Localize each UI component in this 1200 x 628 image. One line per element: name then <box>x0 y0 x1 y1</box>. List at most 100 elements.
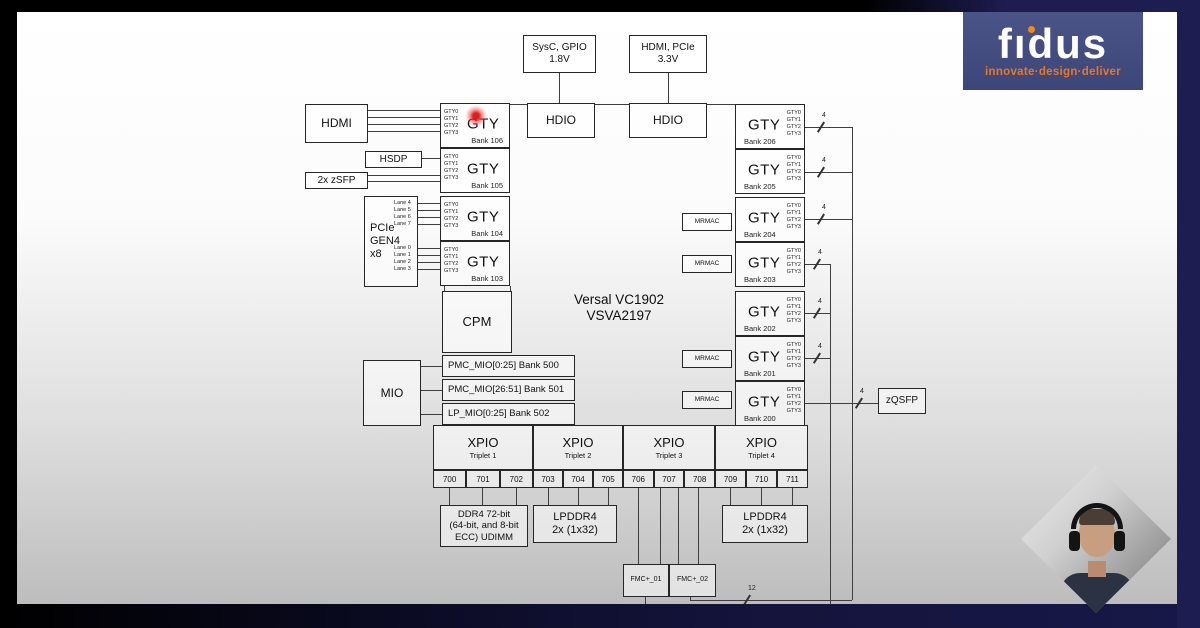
io-bank-number: 709 <box>723 474 738 484</box>
io-bank-number: 710 <box>754 474 769 484</box>
connection-line <box>418 224 440 225</box>
gty-label: GTY <box>467 252 500 270</box>
pcie-lane-label: Lane 2 <box>394 259 411 265</box>
box-label: DDR4 72-bit <box>457 508 511 520</box>
connection-line <box>548 488 549 505</box>
bank-number-label: Bank 205 <box>744 182 776 191</box>
gty-label: GTY <box>748 160 781 178</box>
connection-line <box>418 248 440 249</box>
pcie-lane-label: Lane 7 <box>394 221 411 227</box>
xpio-label: XPIO <box>562 435 594 451</box>
box-hdio-bank-1: HDIO <box>527 103 595 138</box>
io-bank-cell-706: 706 <box>623 470 654 488</box>
io-bank-cell-710: 710 <box>746 470 777 488</box>
xpio-label: XPIO <box>653 435 685 451</box>
box-label: LPDDR4 <box>553 510 597 523</box>
connection-line <box>698 488 699 564</box>
box-mrmac-block-1: MRMAC <box>682 213 732 231</box>
io-bank-number: 702 <box>509 474 523 484</box>
box-label: 3.3V <box>657 54 679 65</box>
connection-line <box>730 488 731 505</box>
pmc-row-502: LP_MIO[0:25] Bank 502 <box>442 403 575 425</box>
box-label: HDIO <box>546 113 576 128</box>
connection-line <box>418 262 440 263</box>
connection-line <box>418 217 440 218</box>
xpio-sub-label: Triplet 4 <box>748 450 775 460</box>
io-bank-number: 707 <box>662 474 676 484</box>
connection-line <box>707 104 735 105</box>
gty-label: GTY <box>748 208 781 226</box>
connection-line <box>418 255 440 256</box>
xpio-sub-label: Triplet 3 <box>655 450 683 460</box>
frame-top-bar <box>0 0 1200 12</box>
connection-line <box>761 488 762 505</box>
bank-number-label: Bank 202 <box>744 324 776 333</box>
pcie-lane-label: Lane 1 <box>394 252 411 258</box>
io-bank-number: 703 <box>541 474 555 484</box>
connection-line <box>368 124 440 125</box>
connection-line <box>422 158 440 159</box>
io-bank-cell-704: 704 <box>563 470 593 488</box>
connection-line <box>421 390 442 391</box>
box-label: HDMI, PCIe <box>641 42 695 53</box>
pcie-lane-label: Lane 4 <box>394 200 411 206</box>
pcie-lane-label: Lane 5 <box>394 207 411 213</box>
connection-line <box>805 172 852 173</box>
pcie-lane-label: Lane 3 <box>394 266 411 272</box>
gty-label: GTY <box>467 207 500 225</box>
box-hsdp-connector: HSDP <box>365 151 422 168</box>
box-mrmac-block-3: MRMAC <box>682 350 732 368</box>
io-bank-cell-700: 700 <box>433 470 467 488</box>
bus-width-label: 4 <box>818 249 822 256</box>
connection-line <box>578 488 579 505</box>
connection-line <box>608 488 609 505</box>
box-label: 2x (1x32) <box>742 524 788 536</box>
connection-line <box>805 403 878 404</box>
bank-number-label: Bank 206 <box>744 137 776 146</box>
connection-line <box>805 264 830 265</box>
xpio-sub-label: Triplet 1 <box>469 450 497 460</box>
bus-width-label: 4 <box>818 298 822 305</box>
box-label: PCIe <box>370 221 395 234</box>
fidus-i-dot-icon <box>1027 26 1035 33</box>
box-mrmac-block-2: MRMAC <box>682 255 732 273</box>
connection-line <box>559 73 560 103</box>
connection-line <box>805 127 852 128</box>
gty-label: GTY <box>748 392 781 410</box>
connection-line <box>852 127 853 600</box>
io-bank-cell-702: 702 <box>499 470 533 488</box>
box-label: MRMAC <box>694 260 720 268</box>
gty-label: GTY <box>748 347 781 365</box>
bank-number-label: Bank 104 <box>471 229 503 238</box>
laser-pointer-dot <box>465 105 487 127</box>
bus-width-label: 4 <box>822 157 826 164</box>
pcie-lane-label: Lane 0 <box>394 245 411 251</box>
box-label: FMC+_02 <box>677 576 708 584</box>
box-label: 1.8V <box>549 54 570 65</box>
box-label: HDMI <box>321 116 352 131</box>
connection-line <box>830 264 831 604</box>
box-label: MRMAC <box>694 218 720 226</box>
headphones-right-cup <box>1114 531 1125 551</box>
io-bank-number: 700 <box>442 474 457 484</box>
connection-line <box>418 269 440 270</box>
io-bank-cell-707: 707 <box>653 470 685 488</box>
connection-line <box>510 286 511 291</box>
